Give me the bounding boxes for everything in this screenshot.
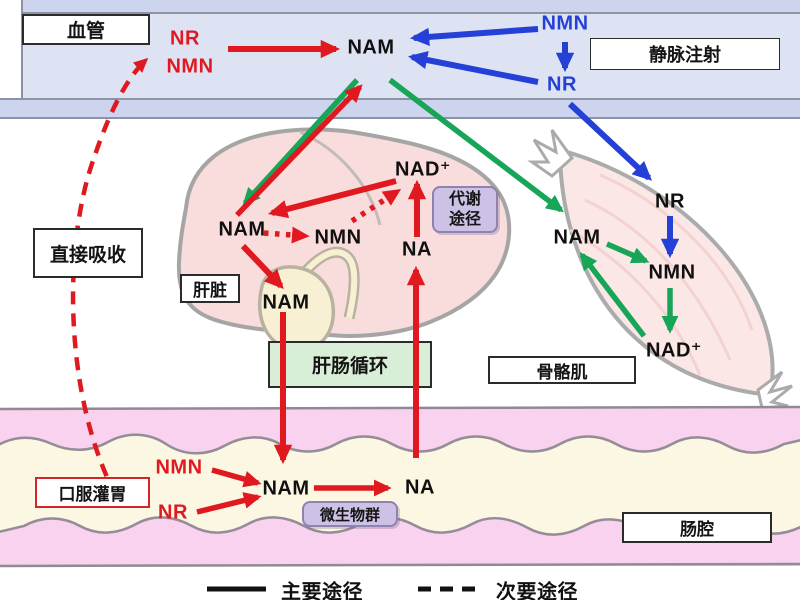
skeletal-muscle-box: 骨骼肌	[488, 356, 636, 384]
intestinal-lumen-label: 肠腔	[680, 520, 714, 539]
metabolic-pathway-line1: 代谢	[448, 190, 481, 208]
microbiota-label: 微生物群	[319, 506, 380, 524]
muscle-shape	[527, 129, 793, 410]
tendon-fringe-top	[527, 129, 574, 178]
enterohepatic-circulation-label: 肝肠循环	[311, 356, 388, 377]
oral-gavage-label: 口服灌胃	[58, 485, 127, 504]
direct-absorption-dashed-arrow	[70, 57, 149, 498]
liver-region-label: 肝脏	[193, 281, 227, 300]
iv-injection-box: 静脉注射	[590, 38, 780, 70]
skeletal-muscle-label: 骨骼肌	[536, 362, 588, 382]
liver-region-box: 肝脏	[180, 274, 240, 303]
vessel-region-label: 血管	[66, 21, 105, 42]
microbiota-box: 微生物群	[302, 501, 398, 527]
direct-absorption-label: 直接吸收	[49, 244, 126, 266]
intestinal-lumen-box: 肠腔	[622, 512, 772, 543]
metabolic-pathway-line2: 途径	[448, 210, 481, 228]
vessel-region-box: 血管	[22, 14, 150, 45]
enterohepatic-circulation-box: 肝肠循环	[268, 341, 432, 388]
iv-injection-label: 静脉注射	[649, 45, 721, 65]
pathway-arrows	[70, 26, 680, 515]
oral-gavage-box: 口服灌胃	[35, 477, 150, 508]
metabolic-pathway-box: 代谢 途径	[432, 186, 498, 233]
direct-absorption-box: 直接吸收	[33, 228, 143, 278]
